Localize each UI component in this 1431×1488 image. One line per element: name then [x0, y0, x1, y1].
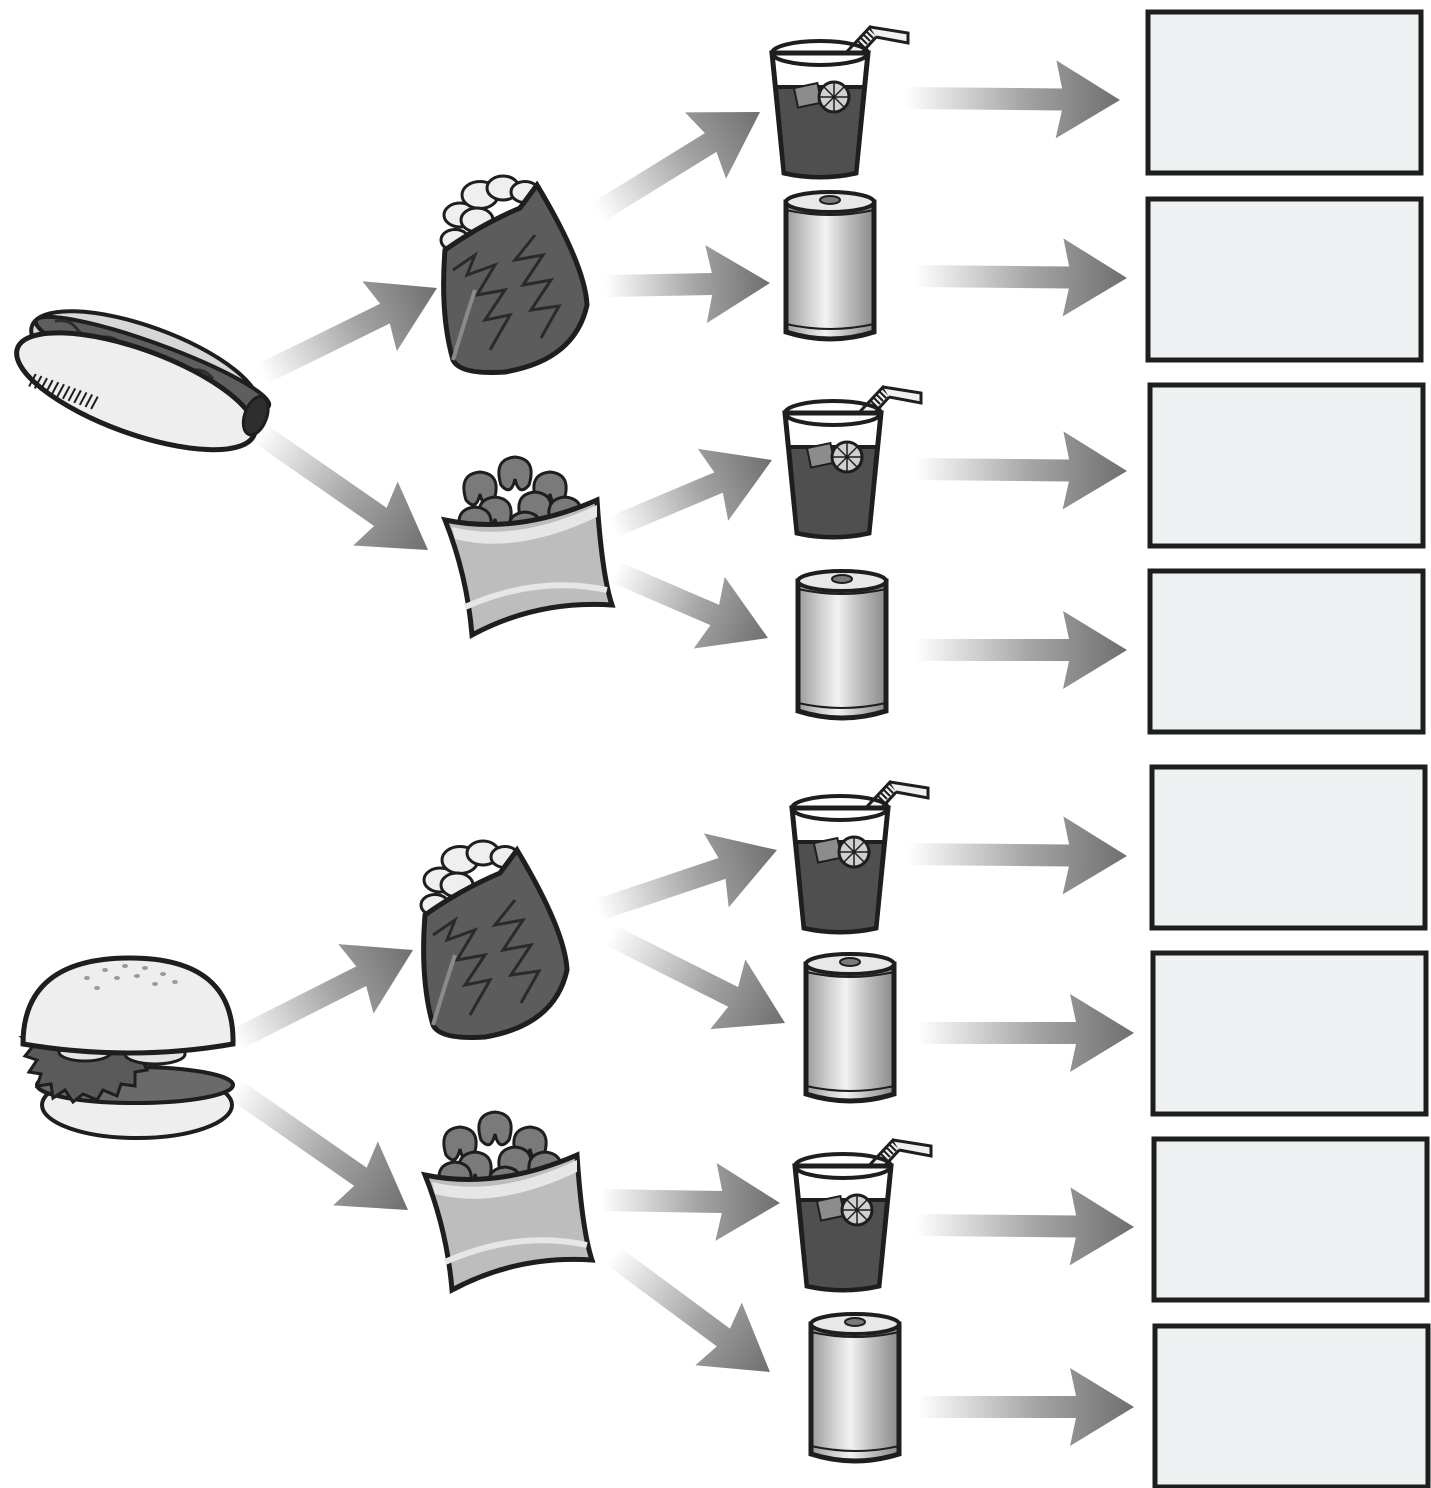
arrow-main-to-snack	[251, 422, 429, 551]
hot-dog-icon	[14, 309, 272, 453]
soda-can-icon	[783, 190, 877, 342]
answer-box[interactable]	[1145, 9, 1424, 176]
answer-box[interactable]	[1147, 568, 1426, 735]
answer-box[interactable]	[1149, 764, 1428, 931]
drink-cup-icon	[769, 24, 910, 180]
answer-box[interactable]	[1152, 1323, 1431, 1488]
arrow-snack-to-drink	[592, 111, 761, 222]
picture-layer	[14, 24, 933, 1464]
arrow-layer	[226, 60, 1134, 1446]
arrow-drink-to-box	[918, 994, 1134, 1072]
arrow-main-to-snack	[230, 944, 413, 1050]
arrow-drink-to-box	[914, 238, 1127, 317]
arrow-snack-to-drink	[610, 561, 768, 649]
arrow-snack-to-drink	[594, 833, 777, 921]
soda-can-icon	[803, 952, 897, 1104]
answer-box-layer	[1145, 9, 1431, 1488]
arrow-snack-to-drink	[608, 448, 773, 538]
answer-box[interactable]	[1151, 1136, 1430, 1303]
arrow-drink-to-box	[915, 611, 1127, 689]
chips-bag-icon	[439, 174, 590, 375]
chips-bag-icon	[419, 839, 570, 1040]
arrow-drink-to-box	[918, 1368, 1134, 1446]
drink-cup-icon	[782, 384, 923, 540]
arrow-main-to-snack	[226, 1078, 408, 1210]
answer-box[interactable]	[1145, 196, 1424, 363]
answer-box[interactable]	[1150, 950, 1429, 1117]
answer-box[interactable]	[1147, 382, 1426, 549]
arrow-main-to-snack	[257, 281, 438, 384]
arrow-snack-to-drink	[599, 1162, 781, 1241]
arrow-drink-to-box	[904, 60, 1120, 139]
arrow-snack-to-drink	[604, 245, 770, 324]
drink-cup-icon	[792, 1137, 933, 1293]
arrow-snack-to-drink	[605, 925, 785, 1030]
hamburger-icon	[18, 955, 236, 1140]
arrow-drink-to-box	[914, 431, 1127, 510]
arrow-drink-to-box	[915, 1187, 1134, 1266]
pretzel-bag-icon	[420, 1110, 596, 1295]
soda-can-icon	[808, 1312, 902, 1464]
soda-can-icon	[795, 569, 889, 721]
pretzel-bag-icon	[440, 455, 616, 640]
arrow-drink-to-box	[907, 816, 1127, 895]
arrow-snack-to-drink	[605, 1246, 771, 1373]
drink-cup-icon	[789, 779, 930, 935]
